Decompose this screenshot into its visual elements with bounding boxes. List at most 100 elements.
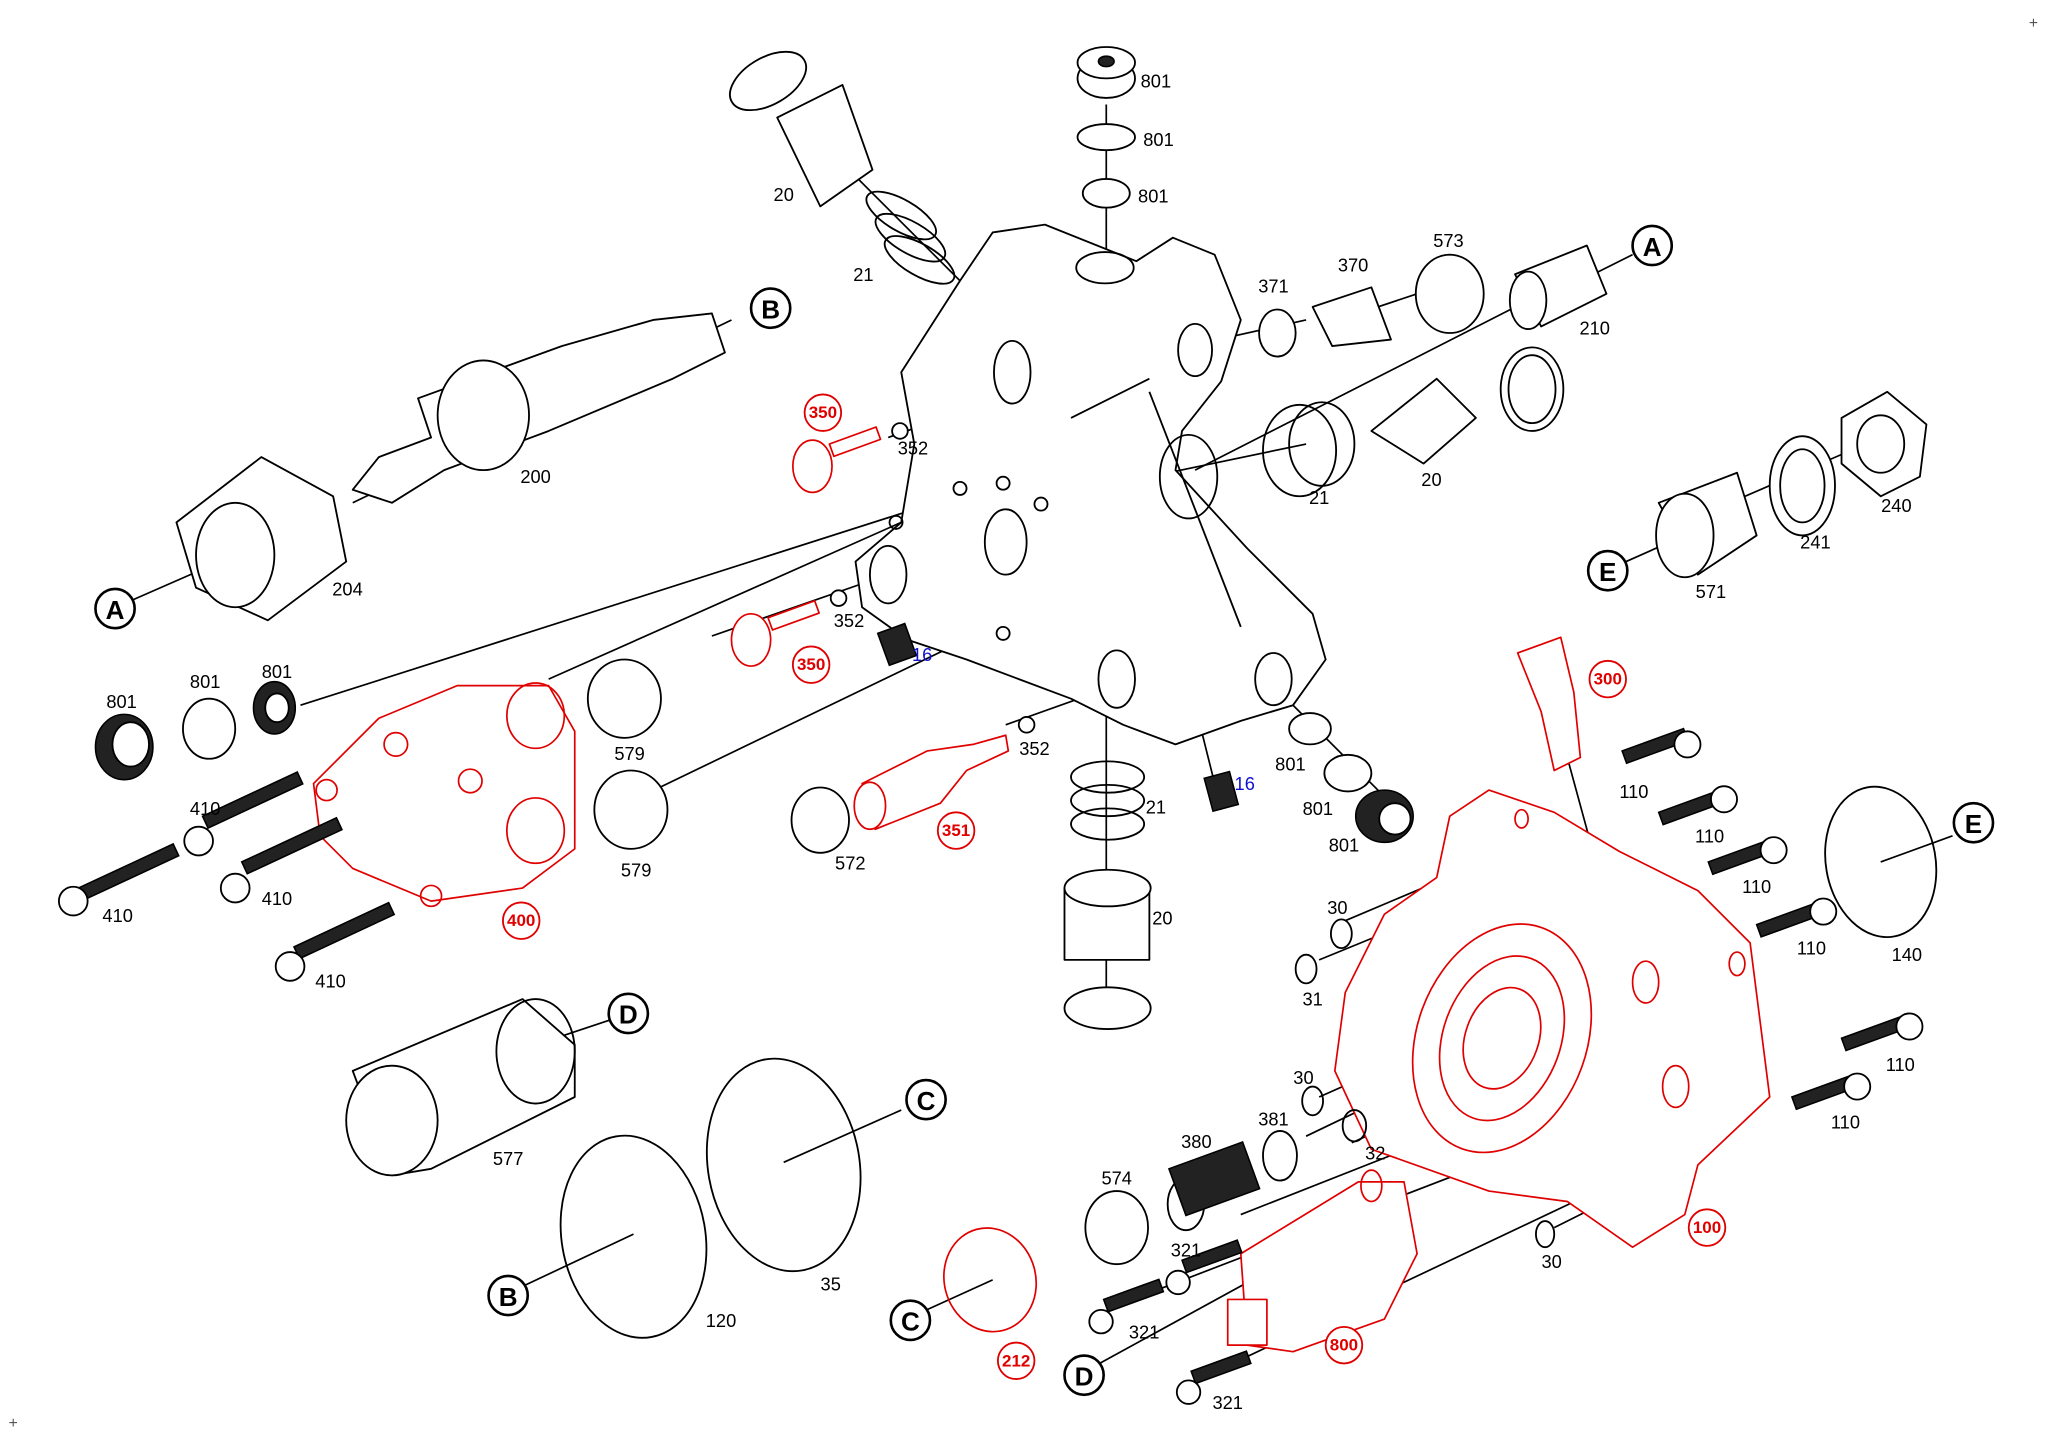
red-flange-housing-100 bbox=[1661, 1064, 1690, 1109]
highlighted-callout-label: 100 bbox=[1693, 1218, 1721, 1237]
part-number-label: 140 bbox=[1892, 944, 1922, 965]
callout-circle bbox=[791, 645, 831, 684]
spring-21-top bbox=[874, 212, 947, 263]
part-number-label: 574 bbox=[1101, 1167, 1131, 1188]
part-number-label: 241 bbox=[1800, 531, 1830, 552]
reference-letter: B bbox=[499, 1282, 518, 1312]
part-number-label: 410 bbox=[315, 970, 345, 991]
highlighted-callout-label: 212 bbox=[1002, 1351, 1030, 1370]
housing-bore bbox=[995, 625, 1011, 641]
part-number-label-blue: 16 bbox=[912, 644, 932, 665]
screw-410-head bbox=[183, 825, 214, 857]
housing-bore bbox=[868, 544, 908, 605]
spring-21-right bbox=[1262, 403, 1338, 498]
ball-352 bbox=[891, 422, 909, 440]
red-metering-valve-800 bbox=[1360, 1169, 1383, 1203]
o-ring-35 bbox=[705, 1057, 862, 1273]
callout-circle bbox=[803, 393, 843, 432]
reference-letter-circle bbox=[487, 1274, 530, 1317]
corner-mark: + bbox=[9, 1415, 18, 1432]
grub-screw-16 bbox=[1203, 770, 1240, 813]
part-number-label: 110 bbox=[1831, 1111, 1860, 1132]
highlighted-callout-label: 350 bbox=[797, 655, 825, 674]
red-pump-element-400 bbox=[312, 684, 576, 902]
part-number-label: 801 bbox=[106, 691, 136, 712]
highlighted-callout-label: 351 bbox=[942, 821, 970, 840]
part-number-label: 210 bbox=[1579, 317, 1609, 338]
part-number-label: 579 bbox=[621, 859, 651, 880]
grub-screw-16 bbox=[876, 622, 918, 667]
part-number-label: 571 bbox=[1696, 581, 1726, 602]
hex-nut-240 bbox=[1856, 414, 1906, 474]
red-flange-housing-100 bbox=[1728, 951, 1746, 977]
part-number-label: 410 bbox=[190, 798, 220, 819]
hex-nut-240 bbox=[1840, 390, 1928, 498]
corner-mark: + bbox=[2029, 15, 2038, 32]
ring-right bbox=[1507, 354, 1557, 425]
part-number-label: 801 bbox=[262, 661, 292, 682]
reference-letter-circle bbox=[607, 992, 650, 1035]
part-number-label: 321 bbox=[1171, 1239, 1201, 1260]
part-number-label: 30 bbox=[1293, 1067, 1313, 1088]
part-number-label: 20 bbox=[1152, 908, 1172, 929]
part-number-label: 200 bbox=[520, 466, 550, 487]
ball-352 bbox=[1017, 716, 1036, 734]
screw-410 bbox=[240, 816, 343, 875]
leader-line bbox=[300, 508, 915, 707]
red-pump-element-400 bbox=[419, 884, 443, 908]
part-number-label: 21 bbox=[853, 264, 873, 285]
reference-letter-circle bbox=[94, 587, 136, 630]
part-number-label: 577 bbox=[493, 1148, 523, 1169]
o-ring-120 bbox=[559, 1134, 708, 1339]
part-number-label: 410 bbox=[262, 888, 292, 909]
sleeve-577 bbox=[495, 998, 576, 1105]
housing-bore bbox=[995, 475, 1011, 491]
screw-110-head bbox=[1710, 785, 1738, 814]
housing-bore bbox=[1177, 322, 1213, 378]
highlighted-callout-label: 300 bbox=[1594, 670, 1622, 689]
o-ring-30 bbox=[1329, 918, 1353, 950]
valve-body-370 bbox=[1311, 286, 1392, 347]
screw-321 bbox=[1102, 1278, 1165, 1313]
part-number-label: 801 bbox=[1303, 798, 1333, 819]
part-number-label: 32 bbox=[1365, 1143, 1385, 1164]
housing-bore bbox=[952, 480, 968, 496]
part-number-label: 30 bbox=[1541, 1251, 1561, 1272]
screws bbox=[57, 426, 1924, 1405]
plug-801-right bbox=[1378, 802, 1412, 836]
part-number-label: 110 bbox=[1619, 781, 1648, 802]
callout-circle bbox=[1687, 1208, 1727, 1247]
part-number-label: 801 bbox=[1275, 753, 1305, 774]
housing-bore bbox=[1033, 496, 1049, 512]
red-pressure-valve-350 bbox=[828, 426, 882, 458]
part-number-label: 410 bbox=[102, 905, 132, 926]
red-metering-valve-800 bbox=[1226, 1181, 1418, 1353]
screw-410 bbox=[292, 901, 396, 960]
reference-letter-circle bbox=[889, 1299, 932, 1342]
leader-line bbox=[920, 1279, 994, 1314]
reference-letter-circle bbox=[749, 287, 792, 330]
part-number-label: 240 bbox=[1881, 495, 1911, 516]
reference-letter: B bbox=[761, 295, 780, 325]
callout-circle bbox=[1324, 1325, 1364, 1365]
red-parts bbox=[312, 636, 1771, 1353]
part-number-label: 801 bbox=[190, 671, 220, 692]
screw-410-head bbox=[57, 885, 89, 917]
part-number-label: 801 bbox=[1141, 70, 1171, 91]
part-number-label: 110 bbox=[1742, 876, 1771, 897]
reference-letter-circle bbox=[1631, 224, 1674, 267]
spring-21-bottom bbox=[1070, 783, 1146, 818]
red-fitting-351 bbox=[853, 781, 887, 831]
part-number-label: 381 bbox=[1258, 1109, 1288, 1130]
plunger-cup-20-top bbox=[729, 50, 874, 208]
part-number-label: 110 bbox=[1695, 825, 1724, 846]
reference-letter-circle bbox=[1952, 801, 1995, 844]
part-number-label: 321 bbox=[1212, 1392, 1242, 1413]
o-ring-30 bbox=[1535, 1220, 1556, 1249]
ring-right bbox=[1499, 346, 1565, 432]
screw-110-head bbox=[1843, 1072, 1872, 1101]
o-ring-30 bbox=[1301, 1085, 1324, 1117]
screw-410-head bbox=[219, 872, 251, 904]
reference-letter-circle bbox=[905, 1078, 947, 1121]
part-number-label: 801 bbox=[1329, 834, 1359, 855]
